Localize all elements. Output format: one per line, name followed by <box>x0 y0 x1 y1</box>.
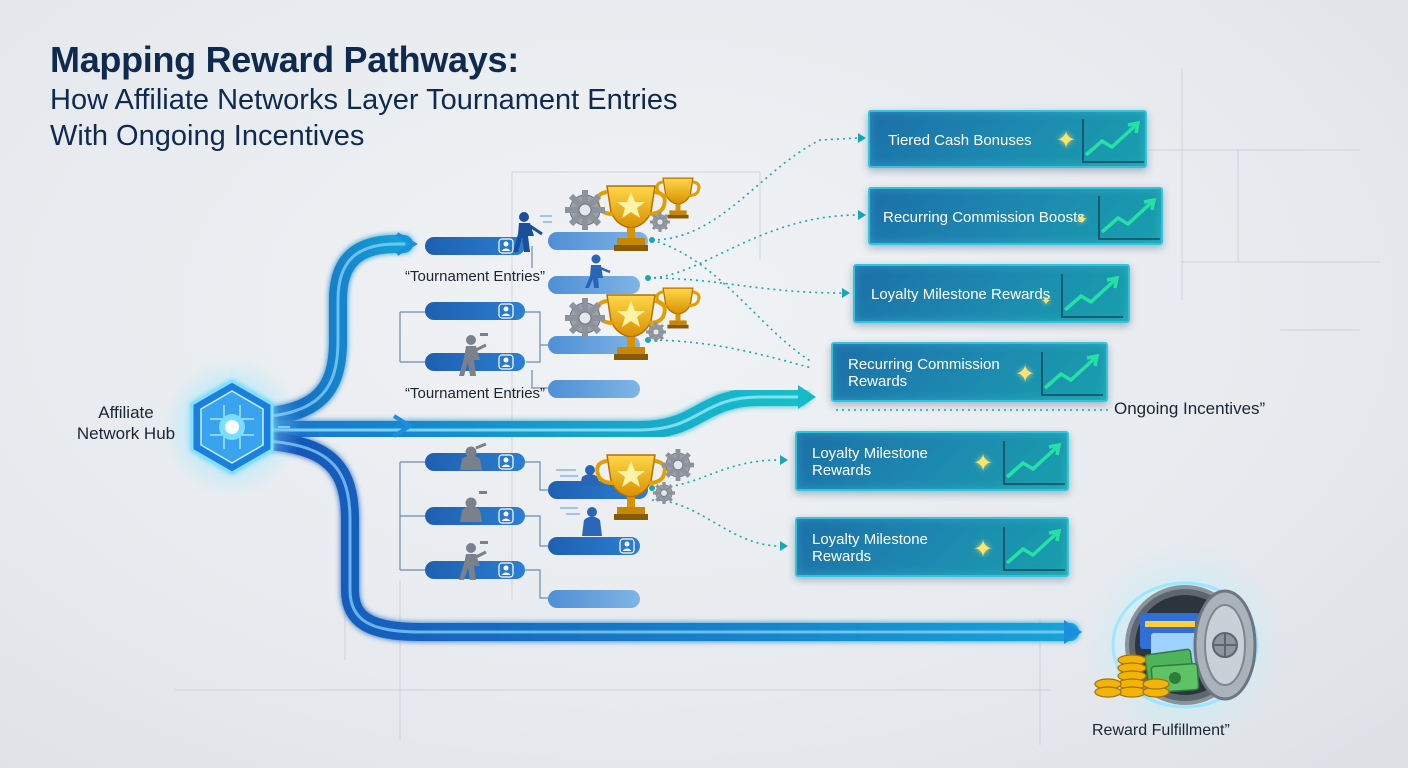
runner-icon <box>556 465 600 486</box>
user-icon <box>498 562 514 578</box>
entry-pills <box>425 237 525 579</box>
trophy-icon <box>595 294 667 360</box>
reward-card-loyalty-milestone-rewards-2[interactable]: Loyalty Milestone Rewards ✦ <box>795 431 1069 491</box>
hub-label-line-1: Affiliate <box>98 403 154 422</box>
user-icon <box>498 303 514 319</box>
growth-chart-icon <box>1041 352 1103 396</box>
tournament-pills <box>548 232 648 608</box>
tournament-pill[interactable] <box>548 537 640 555</box>
bracket-lines <box>399 246 548 599</box>
card-label: Loyalty Milestone Rewards <box>871 286 1051 303</box>
flow-arrowheads <box>392 232 1082 644</box>
sparkle-icon: ✦ <box>1015 361 1036 388</box>
tournament-pill[interactable] <box>548 380 640 398</box>
entry-pill[interactable] <box>425 237 525 255</box>
gear-icon <box>565 190 605 230</box>
hub-label: Affiliate Network Hub <box>58 402 194 444</box>
gear-icon <box>661 448 695 482</box>
runner-icon <box>585 254 611 288</box>
runner-icon <box>460 491 487 522</box>
growth-chart-icon <box>1098 196 1160 240</box>
gear-icon <box>652 481 676 505</box>
page-subtitle-line-2: With Ongoing Incentives <box>50 120 365 152</box>
runner-icon <box>460 442 487 470</box>
page-subtitle-line-1: How Affiliate Networks Layer Tournament … <box>50 84 678 116</box>
hub-chip-icon[interactable] <box>162 357 302 497</box>
arrowhead-tournaments <box>395 232 418 256</box>
ongoing-incentives-label: Ongoing Incentives” <box>1114 399 1266 418</box>
user-icon <box>498 454 514 470</box>
card-label: Tiered Cash Bonuses <box>888 132 1032 149</box>
card-label: Loyalty Milestone Rewards <box>812 445 928 479</box>
door <box>1193 589 1257 701</box>
arrowhead-fulfillment <box>1064 620 1082 644</box>
runner-icon <box>560 507 602 536</box>
reward-card-recurring-commission-rewards[interactable]: Recurring Commission Rewards ✦ <box>831 342 1108 402</box>
trophy-icon <box>655 177 701 219</box>
tournament-entries-label: “Tournament Entries” <box>405 268 546 285</box>
gear-icon <box>646 322 666 342</box>
gear-icon <box>565 298 605 338</box>
card-label: Recurring Commission Boosts <box>883 209 1085 226</box>
sparkle-icon: ✦ <box>1076 211 1088 227</box>
tournament-entries-label: “Tournament Entries” <box>405 385 546 402</box>
growth-chart-icon <box>1061 274 1123 318</box>
reward-card-loyalty-milestone-rewards-3[interactable]: Loyalty Milestone Rewards ✦ <box>795 517 1069 577</box>
user-icon <box>498 508 514 524</box>
coins-icon <box>1094 654 1170 698</box>
tournament-pill[interactable] <box>548 590 640 608</box>
sparkle-icon: ✦ <box>1056 127 1077 154</box>
reward-card-loyalty-milestone-rewards[interactable]: Loyalty Milestone Rewards ✦ <box>853 264 1130 323</box>
user-icon <box>498 238 514 254</box>
user-icon <box>498 354 514 370</box>
title-block: Mapping Reward Pathways: How Affiliate N… <box>50 38 678 154</box>
reward-fulfillment-label: Reward Fulfillment” <box>1092 722 1230 739</box>
growth-chart-icon <box>1003 527 1065 571</box>
sparkle-icon: ✦ <box>973 450 994 477</box>
trophy-icon <box>595 185 667 251</box>
hub-label-line-2: Network Hub <box>76 424 176 443</box>
arrowhead-upper <box>392 414 414 438</box>
reward-card-tiered-cash-bonuses[interactable]: Tiered Cash Bonuses ✦ <box>868 110 1147 168</box>
trophy-icon <box>655 287 701 329</box>
gears <box>565 190 695 505</box>
sparkle-icon: ✦ <box>973 536 994 563</box>
page-title: Mapping Reward Pathways: <box>50 39 519 80</box>
entry-pill[interactable] <box>425 561 525 579</box>
growth-chart-icon <box>1082 119 1144 163</box>
reward-card-recurring-commission-boosts[interactable]: Recurring Commission Boosts ✦ <box>868 187 1163 245</box>
card-label: Recurring Commission Rewards <box>848 356 1000 390</box>
trophy-icon <box>595 454 667 520</box>
runner-icon <box>513 212 552 252</box>
trophies <box>595 177 701 520</box>
growth-chart-icon <box>1003 441 1065 485</box>
runner-icon <box>459 333 488 376</box>
sparkle-icon: ✦ <box>1041 294 1052 308</box>
arrowhead-ongoing <box>798 385 816 409</box>
vault-icon[interactable] <box>1085 545 1285 745</box>
entry-pill[interactable] <box>425 353 525 371</box>
runner-icon <box>459 541 488 580</box>
user-icon <box>619 538 635 554</box>
card-label: Loyalty Milestone Rewards <box>812 531 928 565</box>
entry-pill[interactable] <box>425 302 525 320</box>
dotted-connectors <box>647 137 1110 547</box>
gear-icon <box>650 212 670 232</box>
player-figures <box>459 212 611 580</box>
